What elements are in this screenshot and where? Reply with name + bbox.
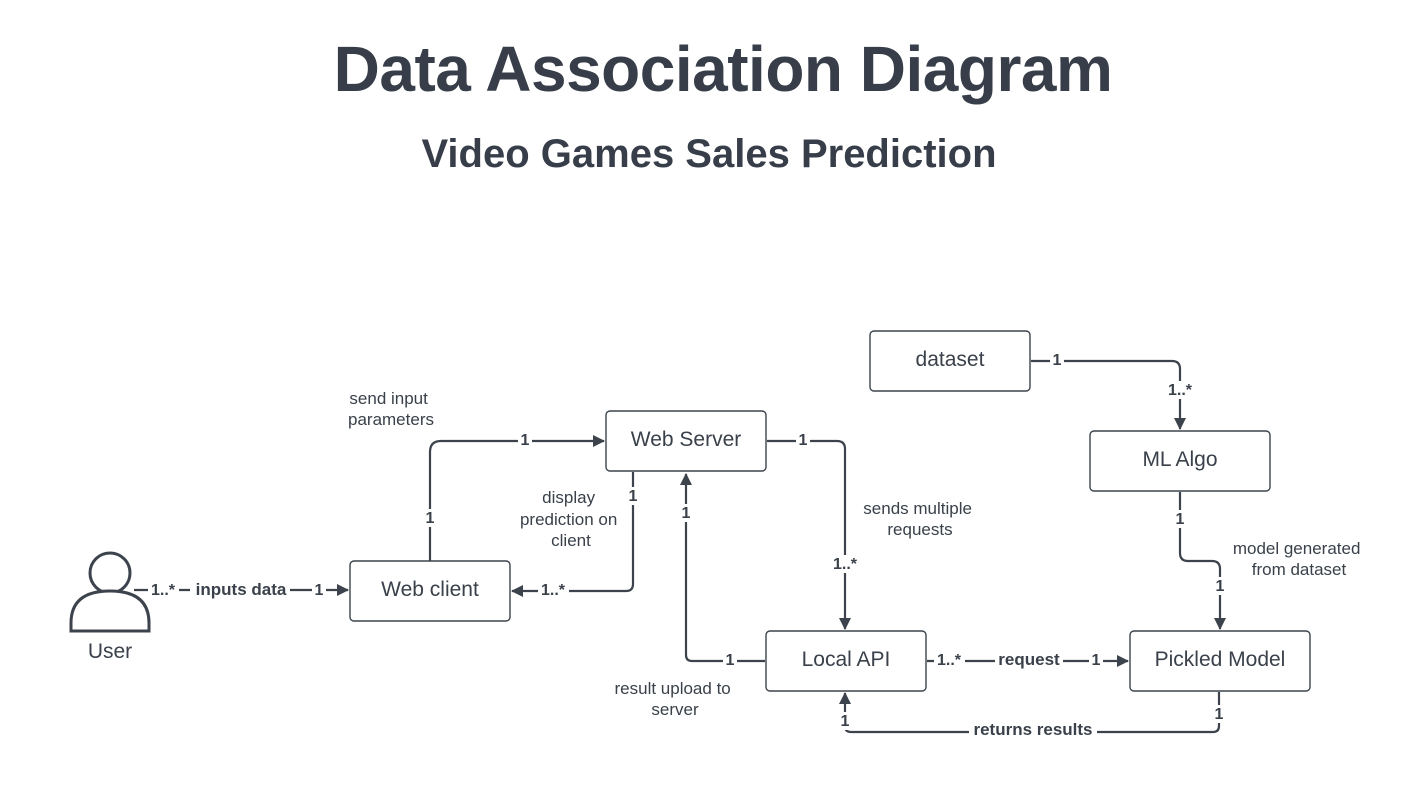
dataset-box: dataset bbox=[869, 330, 1031, 392]
local-api-label: Local API bbox=[802, 648, 891, 671]
note-display-prediction: display prediction on client bbox=[520, 488, 622, 550]
edge-webclient-webserver bbox=[428, 435, 605, 561]
mult-localapi-right: 1..* bbox=[937, 652, 962, 669]
diagram-title: Data Association Diagram bbox=[333, 33, 1113, 105]
mult-pickled-from-algo: 1 bbox=[1216, 578, 1225, 595]
edge-webserver-webclient bbox=[511, 472, 635, 597]
note-model-generated: model generated from dataset bbox=[1233, 539, 1365, 579]
web-client-label: Web client bbox=[381, 578, 479, 601]
pickled-model-label: Pickled Model bbox=[1155, 648, 1286, 671]
mult-webserver-right: 1 bbox=[799, 432, 808, 449]
diagram-subtitle: Video Games Sales Prediction bbox=[421, 132, 997, 176]
note-sends-multiple: sends multiple requests bbox=[863, 499, 976, 539]
relation-inputs-data: inputs data bbox=[196, 580, 287, 599]
local-api-box: Local API bbox=[765, 630, 927, 692]
pickled-model-box: Pickled Model bbox=[1129, 630, 1311, 692]
mult-webserver-down: 1 bbox=[629, 488, 638, 505]
user-label: User bbox=[88, 640, 132, 663]
edge-localapi-webserver bbox=[680, 473, 765, 663]
mult-localapi-left: 1 bbox=[726, 652, 735, 669]
user-icon bbox=[69, 551, 151, 633]
mult-pickled-down: 1 bbox=[1215, 706, 1224, 723]
mult-mlalgo-down: 1 bbox=[1176, 511, 1185, 528]
mult-webclient-up: 1 bbox=[426, 510, 435, 527]
mult-dataset-right: 1 bbox=[1053, 352, 1062, 369]
mult-webclient-from-server: 1..* bbox=[541, 582, 566, 599]
mult-pickled-from-api: 1 bbox=[1092, 652, 1101, 669]
mult-mlalgo-from-dataset: 1..* bbox=[1168, 382, 1193, 399]
web-client-box: Web client bbox=[349, 560, 511, 622]
mult-user-one-many: 1..* bbox=[151, 582, 176, 599]
edge-dataset-mlalgo bbox=[1031, 359, 1186, 430]
web-server-label: Web Server bbox=[631, 428, 742, 451]
mult-webserver-up: 1 bbox=[682, 505, 691, 522]
user-actor: User bbox=[69, 551, 151, 663]
note-result-upload: result upload to server bbox=[615, 679, 736, 719]
mult-webserver-from-client: 1 bbox=[521, 432, 530, 449]
note-send-input: send input parameters bbox=[348, 389, 434, 429]
dataset-label: dataset bbox=[916, 348, 985, 371]
ml-algo-label: ML Algo bbox=[1142, 448, 1217, 471]
mult-localapi-return: 1 bbox=[841, 713, 850, 730]
edge-mlalgo-pickled bbox=[1178, 492, 1226, 630]
edge-webserver-localapi bbox=[767, 439, 851, 630]
relation-returns-results: returns results bbox=[973, 720, 1092, 739]
relation-request: request bbox=[998, 650, 1060, 669]
mult-localapi-from-server: 1..* bbox=[833, 556, 858, 573]
web-server-box: Web Server bbox=[605, 410, 767, 472]
ml-algo-box: ML Algo bbox=[1089, 430, 1271, 492]
mult-webclient-from-user: 1 bbox=[315, 582, 324, 599]
multiplicity-labels: 1..* 1 1 1 1 1..* 1 1 1 1..* 1..* 1 1 1 … bbox=[148, 351, 1227, 730]
